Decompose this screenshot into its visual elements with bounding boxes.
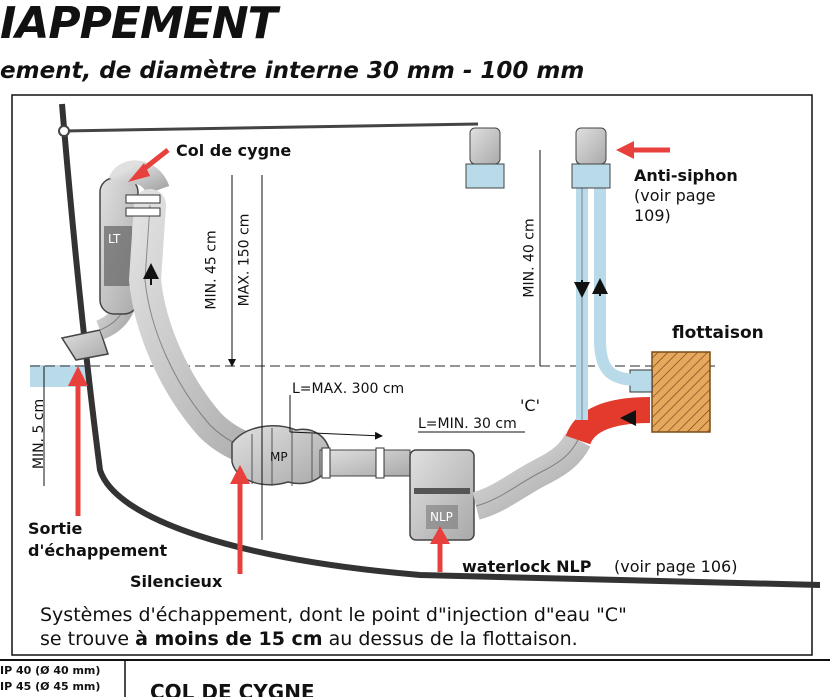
rail <box>63 122 479 133</box>
label-c-point: 'C' <box>520 396 540 415</box>
hose-muffler-waterlock <box>319 449 411 477</box>
caption-line-2: se trouve à moins de 15 cm au dessus de … <box>40 628 578 650</box>
ref-ip45: IP 45 (Ø 45 mm) <box>0 680 101 693</box>
caption: Systèmes d'échappement, dont le point d"… <box>40 603 627 651</box>
label-min-45: MIN. 45 cm <box>203 230 220 310</box>
dim-l-max-300 <box>289 431 383 440</box>
label-sortie-1: Sortie <box>28 519 83 538</box>
exhaust-outlet <box>60 329 109 361</box>
label-max-150: MAX. 150 cm <box>236 213 253 307</box>
caption-line-1: Systèmes d'échappement, dont le point d"… <box>40 604 627 626</box>
figure-frame <box>11 94 813 656</box>
label-nlp: NLP <box>430 510 453 524</box>
label-l-max-300: L=MAX. 300 cm <box>292 381 405 397</box>
hose-waterlock-c <box>471 432 591 520</box>
section-title: COL DE CYGNE <box>150 680 315 697</box>
ref-ip40: IP 40 (Ø 40 mm) <box>0 664 101 677</box>
label-min-5: MIN. 5 cm <box>31 398 48 470</box>
hot-exhaust-pipe <box>565 397 651 446</box>
water-line-2 <box>594 150 641 386</box>
label-waterlock: waterlock NLP <box>462 557 592 576</box>
label-waterlock-ref: (voir page 106) <box>614 557 738 576</box>
label-lt: LT <box>108 232 121 246</box>
anti-siphon-right <box>571 127 611 189</box>
caption-emphasis: à moins de 15 cm <box>135 628 323 650</box>
anti-siphon-left <box>465 127 505 189</box>
label-anti-siphon-ref-2: 109) <box>634 206 671 225</box>
engine-block <box>651 351 711 433</box>
label-anti-siphon-ref-1: (voir page <box>634 186 716 205</box>
page-title: IAPPEMENT <box>0 0 278 49</box>
label-sortie-2: d'échappement <box>28 541 168 560</box>
label-l-min-30: L=MIN. 30 cm <box>418 416 517 432</box>
label-mp: MP <box>270 450 288 464</box>
label-min-40: MIN. 40 cm <box>521 218 538 298</box>
label-flottaison: flottaison <box>672 323 764 343</box>
label-anti-siphon: Anti-siphon <box>634 166 738 185</box>
label-col-de-cygne: Col de cygne <box>176 141 292 160</box>
hull <box>59 103 821 588</box>
label-silencieux: Silencieux <box>130 572 223 591</box>
page-subtitle: ement, de diamètre interne 30 mm - 100 m… <box>0 58 585 84</box>
